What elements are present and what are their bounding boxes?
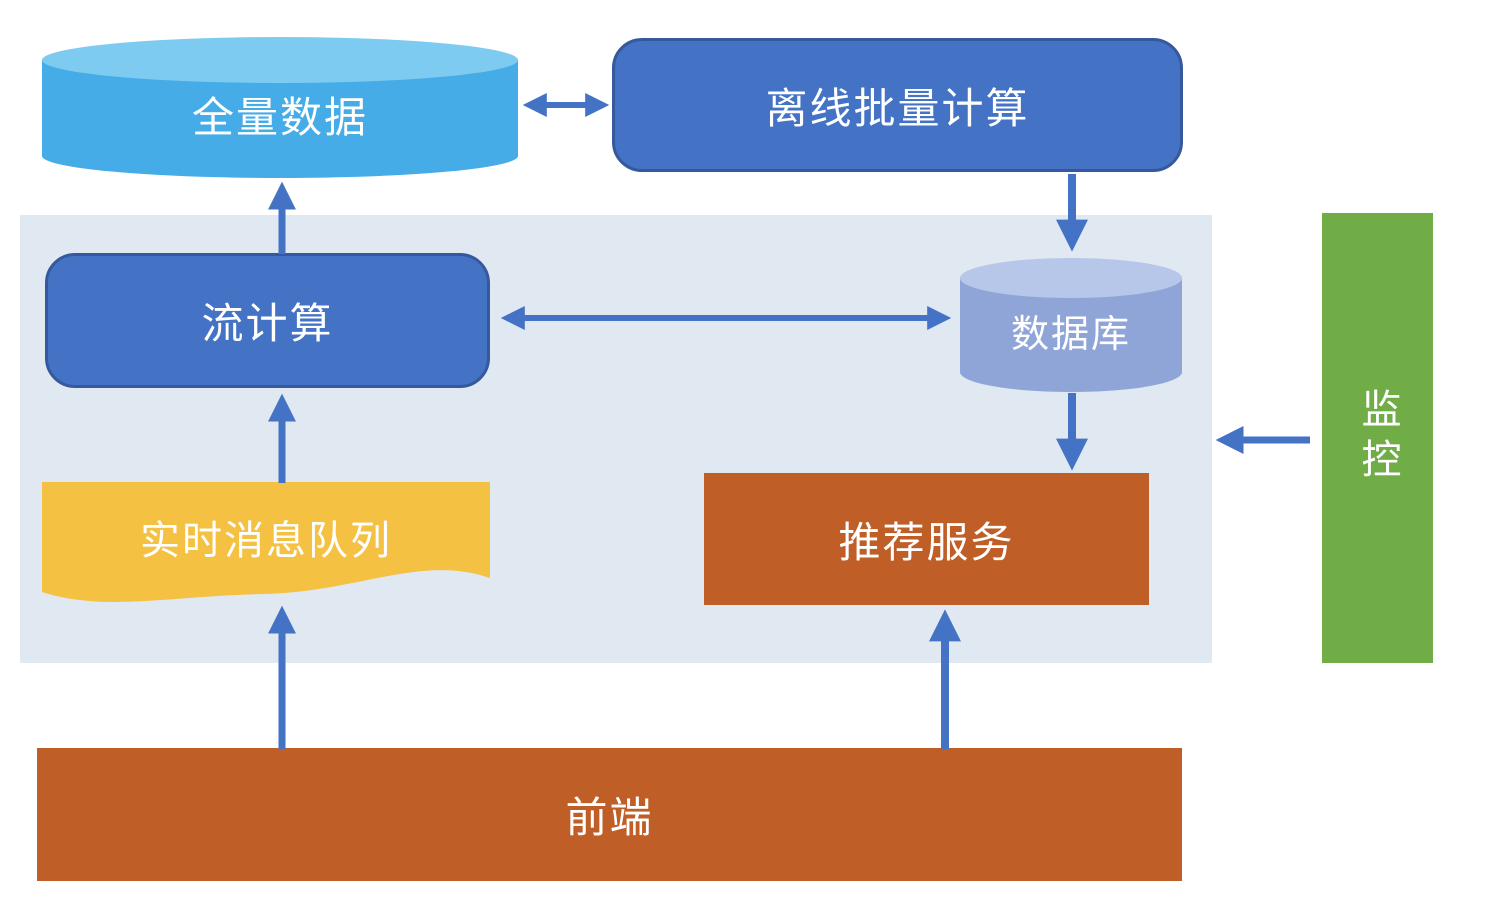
node-label-monitor: 监控 xyxy=(1355,388,1400,488)
node-monitor: 监控 xyxy=(1322,213,1433,663)
node-label-recommend-service: 推荐服务 xyxy=(838,518,1015,566)
node-label-offline-batch: 离线批量计算 xyxy=(765,84,1030,132)
node-label-database: 数据库 xyxy=(1010,313,1131,356)
document-wave-shape xyxy=(42,482,490,602)
node-stream-compute: 流计算 xyxy=(45,253,490,388)
node-label-full-data: 全量数据 xyxy=(191,94,368,141)
node-realtime-queue: 实时消息队列 xyxy=(42,482,490,608)
cylinder-top-ellipse xyxy=(960,258,1182,298)
node-database: 数据库 xyxy=(960,258,1182,392)
node-offline-batch: 离线批量计算 xyxy=(612,38,1183,172)
node-label-realtime-queue: 实时消息队列 xyxy=(140,519,392,563)
node-frontend: 前端 xyxy=(37,748,1182,881)
node-full-data: 全量数据 xyxy=(42,37,518,178)
node-label-stream-compute: 流计算 xyxy=(201,300,334,347)
cylinder-top-ellipse xyxy=(42,37,518,83)
node-label-frontend: 前端 xyxy=(565,794,654,841)
node-recommend-service: 推荐服务 xyxy=(704,473,1149,605)
